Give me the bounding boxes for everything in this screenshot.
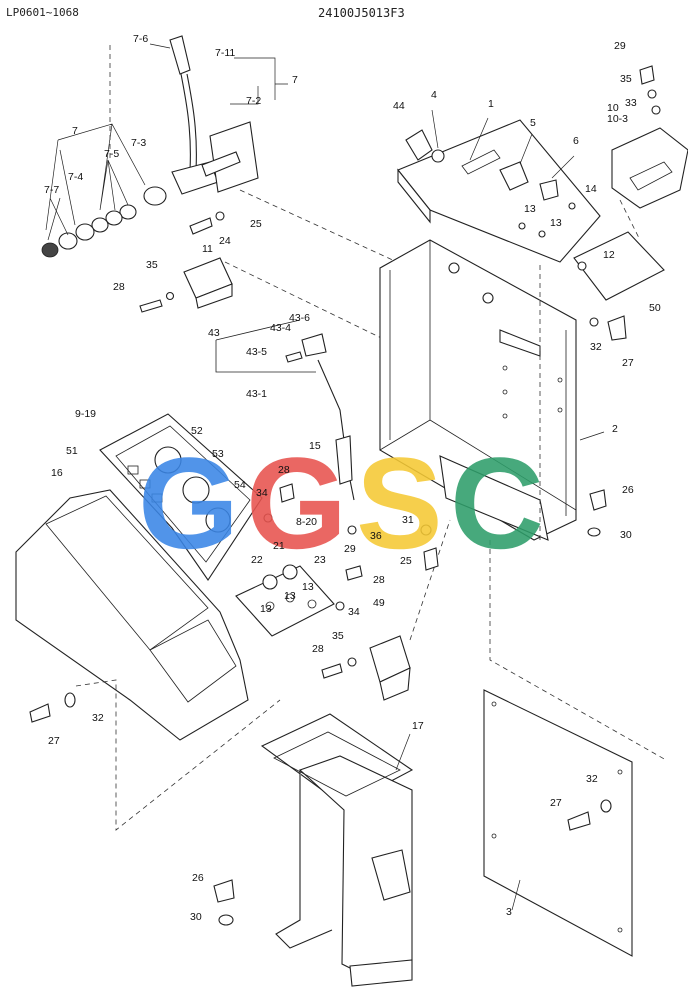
callout-label: 25 — [250, 218, 262, 230]
switch-plate-8-20 — [235, 483, 432, 637]
callout-label: 10 — [607, 102, 619, 114]
console-16 — [15, 489, 281, 831]
callout-label: 13 — [550, 217, 562, 229]
callout-label: 8-20 — [296, 516, 317, 528]
callout-label: 7 — [72, 125, 78, 137]
callout-label: 32 — [586, 773, 598, 785]
callout-label: 15 — [309, 440, 321, 452]
watermark-letter-2: G — [246, 430, 347, 576]
callout-label: 54 — [234, 479, 246, 491]
top-panel-1 — [397, 109, 601, 263]
control-lever-assembly — [41, 35, 481, 301]
serial-range: LP0601~1068 — [6, 6, 79, 19]
callout-label: 7-5 — [104, 148, 119, 160]
callout-labels: 7-67-1177-277-37-57-47-7242511352843-643… — [44, 33, 661, 923]
callout-label: 26 — [622, 484, 634, 496]
callout-label: 28 — [312, 643, 324, 655]
callout-label: 27 — [550, 797, 562, 809]
callout-label: 29 — [344, 543, 356, 555]
callout-label: 24 — [219, 235, 231, 247]
callout-label: 27 — [622, 357, 634, 369]
callout-label: 14 — [585, 183, 597, 195]
callout-label: 2 — [612, 423, 618, 435]
callout-label: 34 — [348, 606, 360, 618]
callout-label: 3 — [506, 906, 512, 918]
callout-label: 36 — [370, 530, 382, 542]
callout-label: 7-6 — [133, 33, 148, 45]
callout-label: 44 — [393, 100, 405, 112]
watermark-letter-4: C — [450, 430, 544, 576]
callout-label: 7-3 — [131, 137, 146, 149]
callout-label: 43-1 — [246, 388, 267, 400]
relay-49 — [321, 519, 451, 701]
callout-label: 10-3 — [607, 113, 628, 125]
callout-label: 13 — [284, 590, 296, 602]
callout-label: 34 — [256, 487, 268, 499]
callout-label: 16 — [51, 467, 63, 479]
callout-label: 13 — [302, 581, 314, 593]
callout-label: 30 — [620, 529, 632, 541]
watermark: G G S C — [138, 430, 544, 576]
callout-label: 9-19 — [75, 408, 96, 420]
callout-label: 6 — [573, 135, 579, 147]
watermark-letter-3: S — [356, 430, 443, 576]
stand-17 — [213, 713, 414, 987]
callout-label: 43-5 — [246, 346, 267, 358]
callout-label: 25 — [400, 555, 412, 567]
callout-label: 13 — [524, 203, 536, 215]
callout-label: 30 — [190, 911, 202, 923]
callout-label: 23 — [314, 554, 326, 566]
callout-label: 32 — [92, 712, 104, 724]
callout-label: 35 — [146, 259, 158, 271]
callout-label: 7-2 — [246, 95, 261, 107]
callout-label: 43-6 — [289, 312, 310, 324]
cover-10 — [573, 65, 688, 341]
callout-label: 53 — [212, 448, 224, 460]
callout-label: 28 — [373, 574, 385, 586]
callout-label: 28 — [278, 464, 290, 476]
callout-label: 28 — [113, 281, 125, 293]
part-number: 24100J5013F3 — [318, 6, 405, 20]
callout-label: 1 — [488, 98, 494, 110]
callout-label: 29 — [614, 40, 626, 52]
callout-label: 50 — [649, 302, 661, 314]
fastener-group — [423, 489, 607, 571]
callout-label: 7 — [292, 74, 298, 86]
callout-label: 35 — [332, 630, 344, 642]
callout-label: 26 — [192, 872, 204, 884]
callout-label: 22 — [251, 554, 263, 566]
callout-label: 27 — [48, 735, 60, 747]
callout-label: 35 — [620, 73, 632, 85]
watermark-letter-1: G — [138, 430, 239, 576]
callout-label: 31 — [402, 514, 414, 526]
callout-label: 43-4 — [270, 322, 291, 334]
callout-label: 32 — [590, 341, 602, 353]
callout-label: 11 — [202, 243, 213, 255]
callout-label: 7-11 — [215, 47, 235, 59]
callout-label: 43 — [208, 327, 220, 339]
callout-label: 5 — [530, 117, 536, 129]
callout-label: 7-4 — [68, 171, 83, 183]
callout-label: 49 — [373, 597, 385, 609]
callout-label: 51 — [66, 445, 78, 457]
plate-3 — [483, 540, 667, 957]
callout-label: 13 — [260, 603, 272, 615]
callout-label: 17 — [412, 720, 424, 732]
callout-label: 33 — [625, 97, 637, 109]
callout-label: 7-7 — [44, 184, 59, 196]
callout-label: 4 — [431, 89, 437, 101]
callout-label: 52 — [191, 425, 203, 437]
box-2 — [379, 239, 605, 541]
panel-9-19 — [99, 413, 263, 581]
callout-label: 12 — [603, 249, 615, 261]
callout-label: 21 — [273, 540, 285, 552]
